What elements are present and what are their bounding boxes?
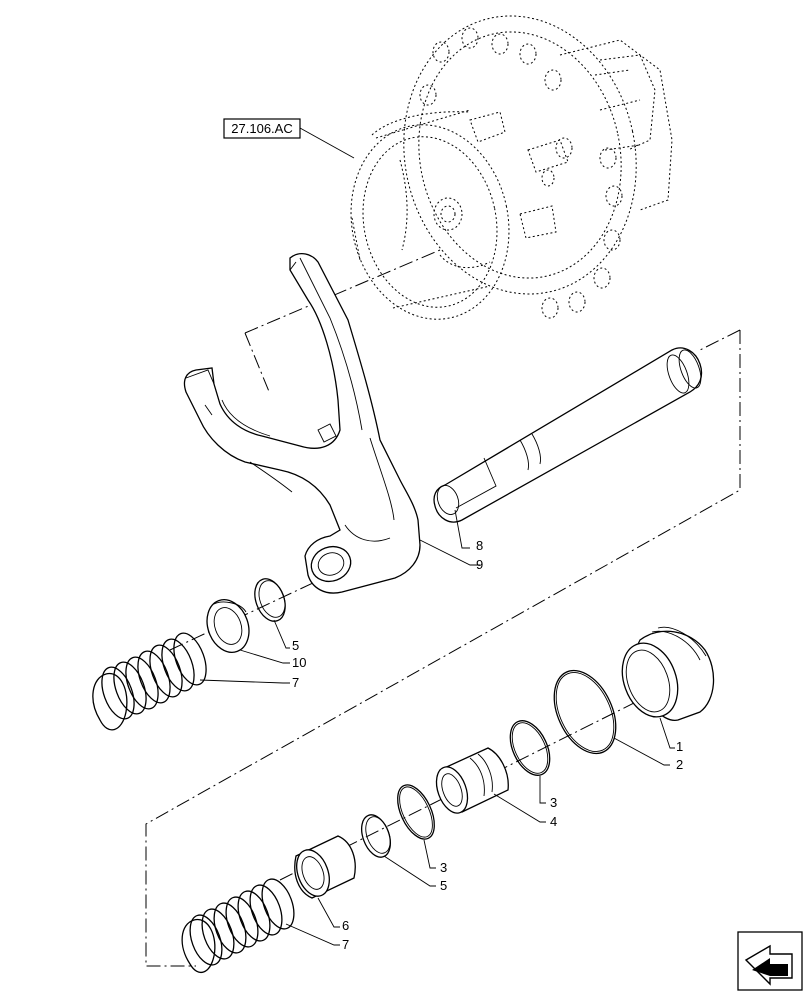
piston-cup	[621, 626, 715, 722]
callout-10: 10	[292, 655, 306, 670]
reference-box-label: 27.106.AC	[231, 121, 292, 136]
bushing-6	[294, 835, 356, 899]
o-ring-large	[553, 669, 617, 755]
leader-lines	[199, 509, 675, 946]
callout-7-upper: 7	[292, 675, 299, 690]
callout-2: 2	[676, 757, 683, 772]
callout-3-upper: 3	[550, 795, 557, 810]
callout-3-lower: 3	[440, 860, 447, 875]
reference-box[interactable]: 27.106.AC	[223, 118, 355, 159]
callout-6: 6	[342, 918, 349, 933]
page-navigation-arrow-icon[interactable]	[737, 931, 803, 991]
spring-lower	[181, 878, 295, 974]
callout-5-upper: 5	[292, 638, 299, 653]
o-ring-small-upper	[509, 720, 551, 776]
callout-1: 1	[676, 739, 683, 754]
shift-fork	[183, 252, 421, 594]
callout-labels: 8 9 5 10 7 1 2 3 4 3 5 6 7	[292, 538, 683, 952]
callout-4: 4	[550, 814, 557, 829]
callout-7-lower: 7	[342, 937, 349, 952]
callout-8: 8	[476, 538, 483, 553]
callout-5-lower: 5	[440, 878, 447, 893]
housing-assembly-phantom	[350, 15, 673, 320]
sleeve-4	[435, 747, 509, 814]
o-ring-small-lower	[397, 784, 435, 840]
callout-9: 9	[476, 557, 483, 572]
shift-rail	[433, 347, 703, 523]
washer-10	[206, 599, 250, 653]
snap-ring-upper	[254, 578, 286, 622]
snap-ring-lower	[361, 814, 391, 858]
spring-upper	[92, 632, 207, 731]
